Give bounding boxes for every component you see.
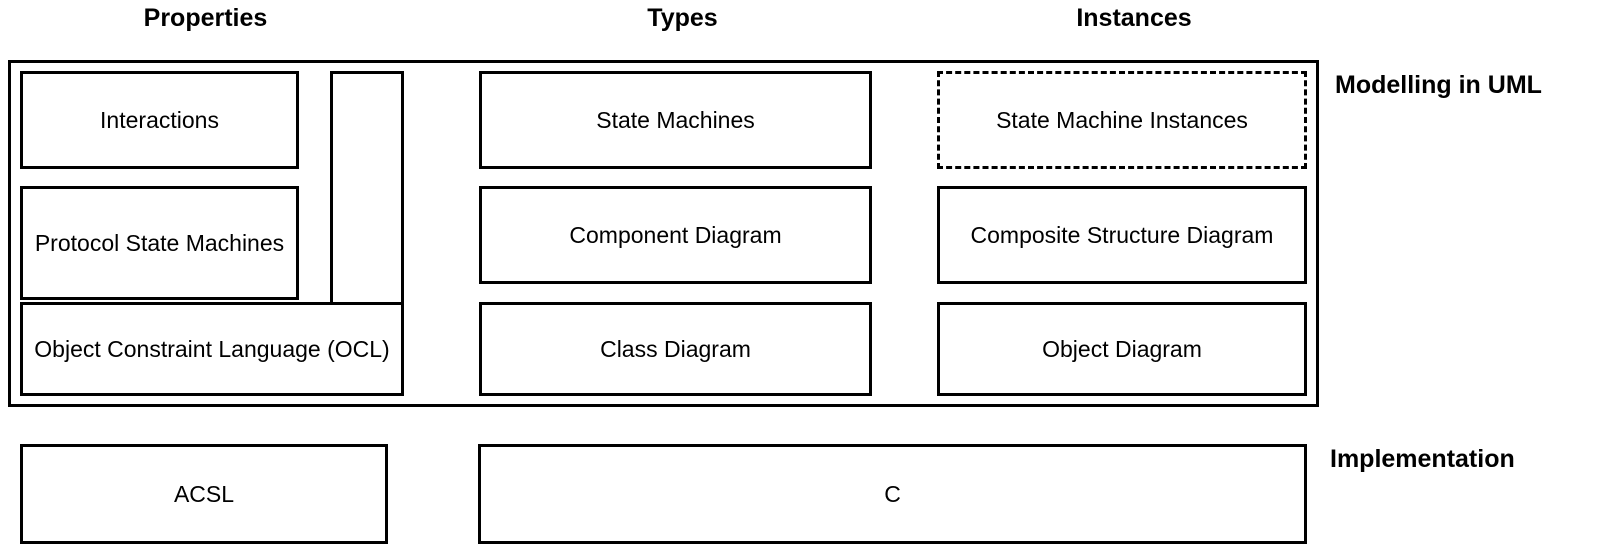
column-header-properties: Properties bbox=[143, 4, 268, 32]
node-interactions-label: Interactions bbox=[100, 107, 219, 133]
node-c-label: C bbox=[884, 481, 901, 507]
node-component-diagram-label: Component Diagram bbox=[569, 222, 782, 248]
band-label-modelling-in-uml: Modelling in UML bbox=[1335, 71, 1542, 99]
node-protocol-state-machines-label: Protocol State Machines bbox=[34, 230, 285, 256]
node-object-constraint-language[interactable]: Object Constraint Language (OCL) bbox=[20, 302, 404, 396]
node-acsl[interactable]: ACSL bbox=[20, 444, 388, 544]
node-acsl-label: ACSL bbox=[173, 481, 235, 507]
node-state-machines-label: State Machines bbox=[596, 107, 755, 133]
node-component-diagram[interactable]: Component Diagram bbox=[479, 186, 872, 284]
column-header-types: Types bbox=[647, 4, 718, 32]
node-object-diagram-label: Object Diagram bbox=[1042, 336, 1202, 362]
node-composite-structure-diagram[interactable]: Composite Structure Diagram bbox=[937, 186, 1307, 284]
node-protocol-state-machines[interactable]: Protocol State Machines bbox=[20, 186, 299, 300]
column-header-instances: Instances bbox=[1076, 4, 1192, 32]
node-class-diagram-label: Class Diagram bbox=[600, 336, 751, 362]
node-class-diagram[interactable]: Class Diagram bbox=[479, 302, 872, 396]
node-state-machine-instances-label: State Machine Instances bbox=[996, 107, 1248, 133]
node-composite-structure-diagram-label: Composite Structure Diagram bbox=[970, 222, 1274, 248]
band-label-implementation: Implementation bbox=[1330, 445, 1515, 473]
node-state-machines[interactable]: State Machines bbox=[479, 71, 872, 169]
node-state-machine-instances[interactable]: State Machine Instances bbox=[937, 71, 1307, 169]
node-interactions[interactable]: Interactions bbox=[20, 71, 299, 169]
properties-spacer-box bbox=[330, 71, 404, 314]
node-object-constraint-language-label: Object Constraint Language (OCL) bbox=[34, 336, 390, 362]
node-c[interactable]: C bbox=[478, 444, 1307, 544]
node-object-diagram[interactable]: Object Diagram bbox=[937, 302, 1307, 396]
